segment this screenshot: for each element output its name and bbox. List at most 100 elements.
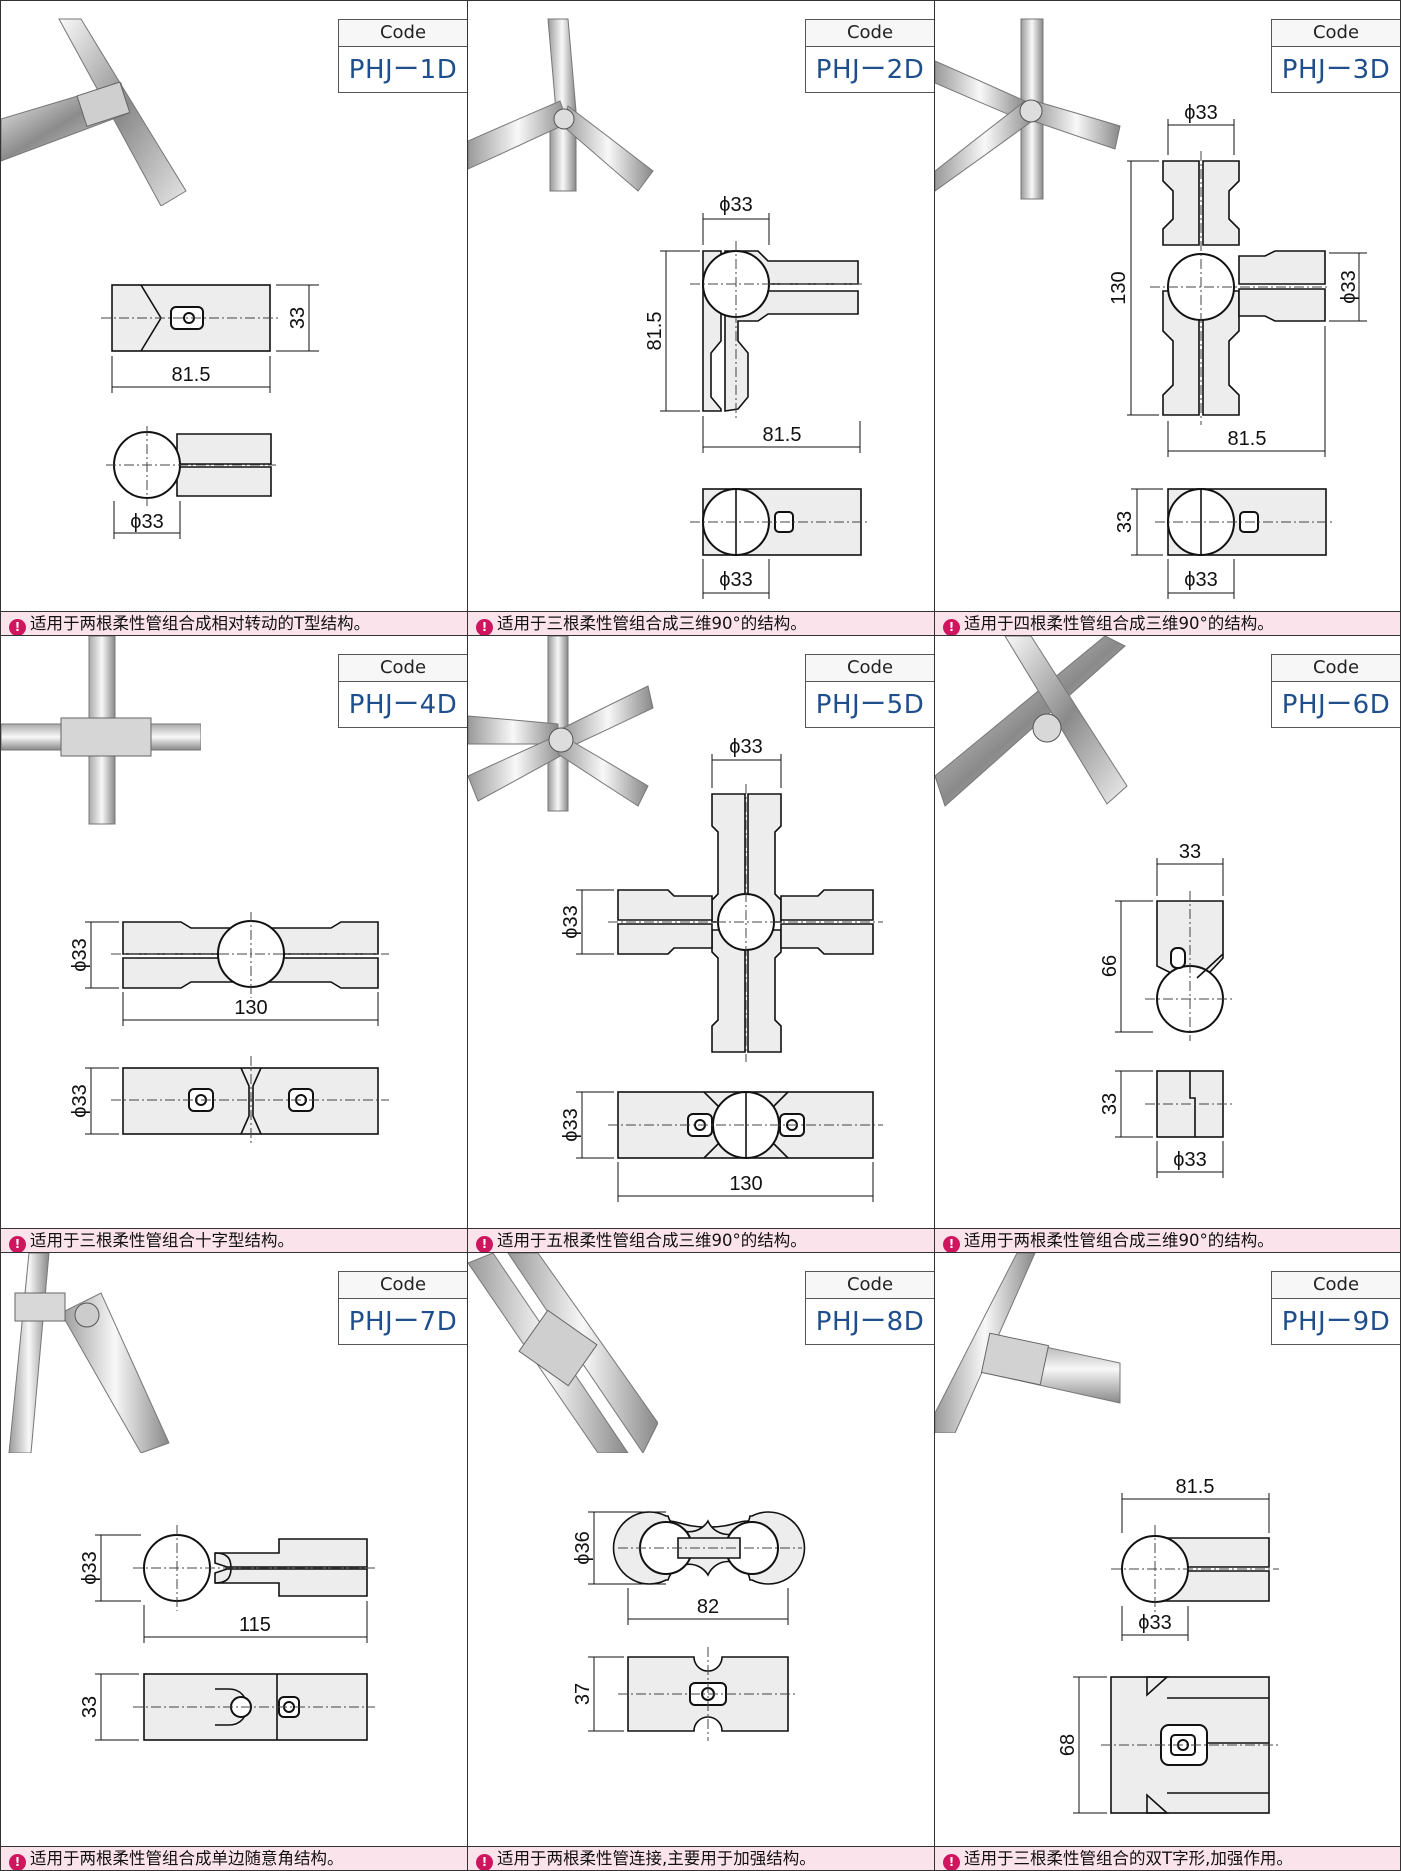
- product-cell-phj-1d: 33 81.5 ϕ33 Code PHJー1D !适用于两根柔性管组合成相对转动…: [0, 0, 468, 636]
- product-description: !适用于五根柔性管组合成三维90°的结构。: [468, 1228, 934, 1252]
- info-icon: !: [9, 1236, 26, 1252]
- code-label: Code: [339, 655, 467, 682]
- dimension-label: 130: [729, 1173, 762, 1195]
- dimension-label: ϕ33: [1138, 1612, 1171, 1634]
- product-photo: [1, 636, 201, 825]
- product-cell-phj-8d: ϕ36 82 37 Code PHJー8D !适用于两根柔性管连接,主要用于加强…: [467, 1252, 935, 1871]
- dimension-label: 81.5: [644, 312, 666, 351]
- dimension-label: 33: [287, 307, 309, 329]
- dimension-label: 66: [1099, 955, 1121, 977]
- product-code-box: Code PHJー9D: [1271, 1271, 1400, 1345]
- code-label: Code: [806, 1272, 934, 1299]
- dimension-label: 33: [1179, 841, 1201, 863]
- technical-drawing: 33 66 33 ϕ33: [1099, 841, 1235, 1178]
- product-code: PHJー3D: [1281, 55, 1391, 85]
- dimension-label: 115: [239, 1614, 271, 1636]
- product-code: PHJー5D: [815, 690, 925, 720]
- dimension-label: 130: [1108, 271, 1130, 304]
- product-photo: [935, 636, 1128, 807]
- info-icon: !: [943, 1236, 960, 1252]
- technical-drawing: ϕ33 115 33: [79, 1525, 375, 1741]
- dimension-label: ϕ33: [560, 1108, 582, 1141]
- product-cell-phj-3d: ϕ33 130 ϕ33 81.5 33 ϕ33 Code PHJー3D: [934, 0, 1401, 636]
- product-code: PHJー8D: [815, 1307, 925, 1337]
- dimension-label: ϕ33: [560, 905, 582, 938]
- product-photo: [8, 1253, 170, 1453]
- product-code-box: Code PHJー8D: [805, 1271, 934, 1345]
- product-code: PHJー9D: [1281, 1307, 1391, 1337]
- dimension-label: 68: [1057, 1734, 1079, 1756]
- info-icon: !: [9, 1854, 26, 1870]
- description-text: 适用于三根柔性管组合十字型结构。: [30, 1231, 294, 1250]
- product-code-box: Code PHJー7D: [338, 1271, 467, 1345]
- dimension-label: ϕ33: [719, 569, 752, 591]
- dimension-label: ϕ33: [130, 511, 163, 533]
- product-cell-phj-4d: ϕ33 130 ϕ33 Code PHJー4D !适用于三根柔性管组合十字型结构…: [0, 635, 468, 1253]
- dimension-label: 37: [572, 1683, 594, 1705]
- code-label: Code: [1272, 1272, 1400, 1299]
- dimension-label: 81.5: [172, 364, 211, 386]
- dimension-label: 81.5: [763, 424, 802, 446]
- product-code-box: Code PHJー4D: [338, 654, 467, 728]
- technical-drawing: ϕ33 81.5 81.5 ϕ33: [644, 194, 868, 599]
- info-icon: !: [9, 619, 26, 635]
- product-photo: [935, 18, 1121, 200]
- product-description: !适用于三根柔性管组合成三维90°的结构。: [468, 611, 934, 635]
- product-code-box: Code PHJー6D: [1271, 654, 1400, 728]
- dimension-label: ϕ33: [69, 938, 91, 971]
- code-label: Code: [1272, 20, 1400, 47]
- dimension-label: 81.5: [1228, 428, 1267, 450]
- info-icon: !: [943, 1854, 960, 1870]
- dimension-label: ϕ33: [1173, 1149, 1206, 1171]
- product-code: PHJー7D: [348, 1307, 458, 1337]
- code-label: Code: [339, 1272, 467, 1299]
- product-code: PHJー6D: [1281, 690, 1391, 720]
- description-text: 适用于五根柔性管组合成三维90°的结构。: [497, 1231, 807, 1250]
- product-photo: [1, 18, 187, 206]
- description-text: 适用于两根柔性管组合成相对转动的T型结构。: [30, 614, 371, 633]
- product-photo: [468, 636, 654, 812]
- dimension-label: ϕ33: [69, 1084, 91, 1117]
- product-description: !适用于三根柔性管组合十字型结构。: [1, 1228, 467, 1252]
- code-label: Code: [806, 655, 934, 682]
- code-label: Code: [1272, 655, 1400, 682]
- technical-drawing: ϕ33 ϕ33 ϕ33 130: [560, 736, 883, 1202]
- product-code-box: Code PHJー3D: [1271, 19, 1400, 93]
- product-code: PHJー1D: [348, 55, 458, 85]
- technical-drawing: ϕ36 82 37: [572, 1511, 806, 1741]
- dimension-label: ϕ33: [79, 1551, 101, 1584]
- technical-drawing: 33 81.5 ϕ33: [101, 284, 319, 539]
- info-icon: !: [476, 1236, 493, 1252]
- info-icon: !: [943, 619, 960, 635]
- dimension-label: 82: [697, 1596, 719, 1618]
- product-code-box: Code PHJー2D: [805, 19, 934, 93]
- dimension-label: ϕ33: [719, 194, 752, 216]
- dimension-label: 33: [1114, 511, 1136, 533]
- dimension-label: ϕ33: [1184, 569, 1217, 591]
- product-cell-phj-6d: 33 66 33 ϕ33 Code PHJー6D !适用于两根柔性管组合成三维9…: [934, 635, 1401, 1253]
- product-cell-phj-2d: ϕ33 81.5 81.5 ϕ33 Code PHJー2D !适用于三根柔性管组…: [467, 0, 935, 636]
- description-text: 适用于三根柔性管组合的双T字形,加强作用。: [964, 1849, 1293, 1868]
- product-photo: [935, 1253, 1121, 1433]
- product-photo: [468, 1253, 658, 1453]
- product-photo: [468, 18, 654, 192]
- product-description: !适用于两根柔性管连接,主要用于加强结构。: [468, 1846, 934, 1870]
- description-text: 适用于两根柔性管组合成单边随意角结构。: [30, 1849, 344, 1868]
- product-cell-phj-7d: ϕ33 115 33 Code PHJー7D !适用于两根柔性管组合成单边随意角…: [0, 1252, 468, 1871]
- technical-drawing: 81.5 ϕ33 68: [1057, 1476, 1279, 1814]
- dimension-label: 81.5: [1176, 1476, 1215, 1498]
- dimension-label: 33: [1099, 1093, 1121, 1115]
- product-cell-phj-5d: ϕ33 ϕ33 ϕ33 130 Code PHJー5D !适用于五根柔性管组合成…: [467, 635, 935, 1253]
- description-text: 适用于四根柔性管组合成三维90°的结构。: [964, 614, 1274, 633]
- product-code: PHJー2D: [815, 55, 925, 85]
- description-text: 适用于三根柔性管组合成三维90°的结构。: [497, 614, 807, 633]
- dimension-label: ϕ33: [729, 736, 762, 758]
- dimension-label: 33: [79, 1696, 101, 1718]
- description-text: 适用于两根柔性管组合成三维90°的结构。: [964, 1231, 1274, 1250]
- product-code-box: Code PHJー5D: [805, 654, 934, 728]
- description-text: 适用于两根柔性管连接,主要用于加强结构。: [497, 1849, 816, 1868]
- info-icon: !: [476, 1854, 493, 1870]
- dimension-label: ϕ36: [572, 1531, 594, 1564]
- product-description: !适用于两根柔性管组合成三维90°的结构。: [935, 1228, 1400, 1252]
